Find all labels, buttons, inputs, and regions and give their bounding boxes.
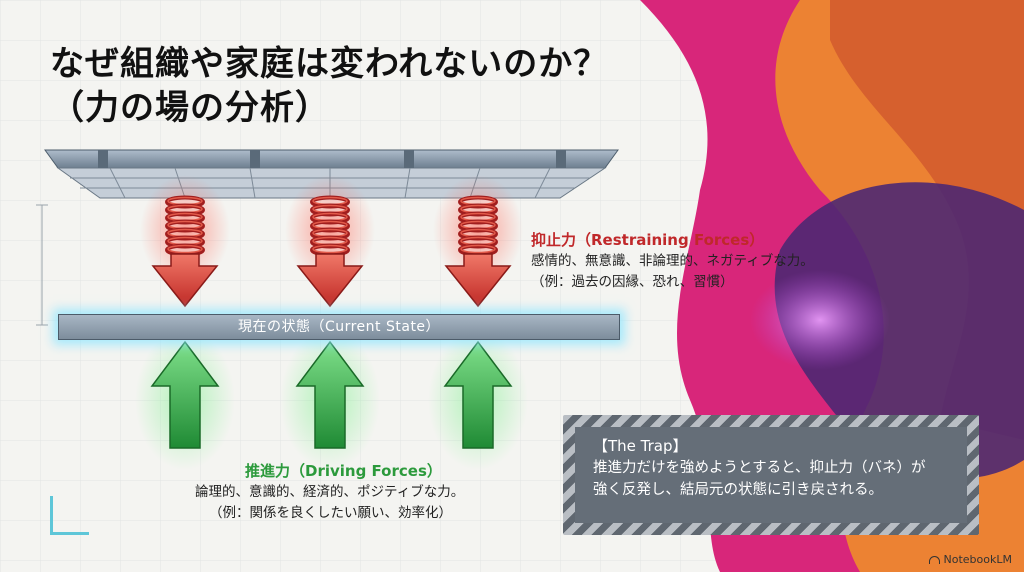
restraining-force-arrow xyxy=(433,175,523,308)
notebooklm-brand: NotebookLM xyxy=(928,553,1012,566)
brand-label: NotebookLM xyxy=(943,553,1012,566)
trap-line-2: 強く反発し、結局元の状態に引き戻される。 xyxy=(593,482,883,498)
driving-force-arrow xyxy=(428,330,528,470)
corner-bracket-icon xyxy=(50,496,89,535)
purple-blob xyxy=(774,182,1024,479)
page-title: なぜ組織や家庭は変われないのか？ （力の場の分析） xyxy=(50,42,608,130)
restraining-force-arrow xyxy=(140,175,230,308)
driving-force-arrow xyxy=(280,330,380,470)
driving-examples: （例：関係を良くしたい願い、効率化） xyxy=(209,505,452,521)
driving-forces-text: 推進力（Driving Forces） 論理的、意識的、経済的、ポジティブな力。… xyxy=(195,460,464,524)
trap-callout: 【The Trap】 推進力だけを強めようとすると、抑止力（バネ）が 強く反発し… xyxy=(563,415,979,535)
driving-heading: 推進力（Driving Forces） xyxy=(245,462,442,480)
restraining-forces-text: 抑止力（Restraining Forces） 感情的、無意識、非論理的、ネガテ… xyxy=(531,229,814,293)
restraining-heading: 抑止力（Restraining Forces） xyxy=(531,231,765,249)
driving-description: 論理的、意識的、経済的、ポジティブな力。 xyxy=(195,484,465,500)
notebooklm-logo-icon xyxy=(928,555,940,564)
trap-line-1: 推進力だけを強めようとすると、抑止力（バネ）が xyxy=(593,460,926,476)
trap-heading: 【The Trap】 xyxy=(593,437,688,455)
restraining-examples: （例：過去の因縁、恐れ、習慣） xyxy=(531,274,734,290)
restraining-force-arrow xyxy=(285,175,375,308)
title-line-1: なぜ組織や家庭は変われないのか？ xyxy=(50,44,609,84)
restraining-description: 感情的、無意識、非論理的、ネガティブな力。 xyxy=(531,253,814,269)
dimension-line xyxy=(36,204,48,326)
current-state-label: 現在の状態（Current State） xyxy=(237,319,441,335)
title-line-2: （力の場の分析） xyxy=(50,88,330,128)
purple-glow xyxy=(750,270,890,370)
driving-force-arrow xyxy=(135,330,235,470)
trap-callout-body: 【The Trap】 推進力だけを強めようとすると、抑止力（バネ）が 強く反発し… xyxy=(575,427,967,523)
current-state-beam: 現在の状態（Current State） xyxy=(58,314,620,340)
